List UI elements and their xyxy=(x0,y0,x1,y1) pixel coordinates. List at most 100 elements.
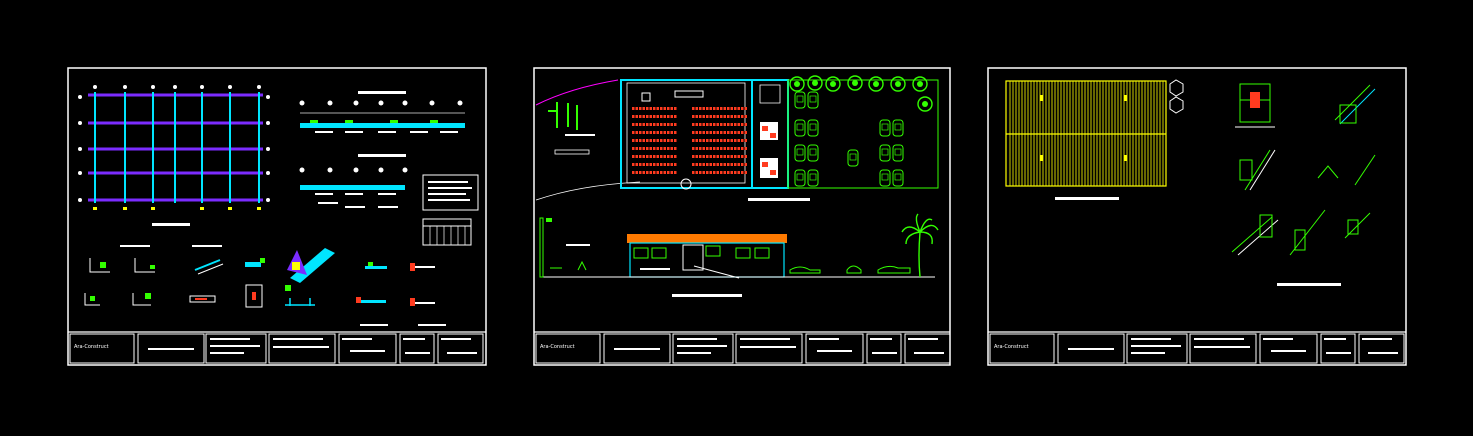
seat xyxy=(727,147,730,150)
seat xyxy=(741,139,744,142)
seat xyxy=(702,131,705,134)
seat xyxy=(723,155,726,158)
seat xyxy=(699,147,702,150)
seat xyxy=(653,163,656,166)
seat xyxy=(663,163,666,166)
seat xyxy=(734,123,737,126)
seat xyxy=(642,107,645,110)
seat xyxy=(695,163,698,166)
seat xyxy=(642,123,645,126)
seat xyxy=(660,163,663,166)
seat xyxy=(744,107,747,110)
seat xyxy=(716,107,719,110)
seat xyxy=(727,171,730,174)
seat xyxy=(720,139,723,142)
tree-icon xyxy=(890,76,906,92)
seat xyxy=(744,163,747,166)
seat xyxy=(720,107,723,110)
seat xyxy=(716,115,719,118)
sheet-1-title-block: Ara-Construct xyxy=(68,331,486,364)
seat xyxy=(741,115,744,118)
seat xyxy=(737,163,740,166)
seat xyxy=(670,131,673,134)
seat xyxy=(720,123,723,126)
seat xyxy=(656,163,659,166)
seat xyxy=(660,155,663,158)
seat xyxy=(706,147,709,150)
car-icon xyxy=(892,119,904,137)
seat xyxy=(737,171,740,174)
seat xyxy=(667,163,670,166)
seat xyxy=(713,107,716,110)
seat xyxy=(723,107,726,110)
seat xyxy=(653,123,656,126)
seat xyxy=(674,123,677,126)
seat xyxy=(649,171,652,174)
seat xyxy=(706,123,709,126)
seat xyxy=(663,171,666,174)
seat xyxy=(706,131,709,134)
seat xyxy=(639,107,642,110)
seat xyxy=(699,123,702,126)
seat xyxy=(660,123,663,126)
seat xyxy=(730,115,733,118)
car-icon xyxy=(794,144,806,162)
seat xyxy=(713,171,716,174)
seat xyxy=(709,155,712,158)
seat xyxy=(653,107,656,110)
car-icon xyxy=(879,119,891,137)
seat xyxy=(646,107,649,110)
title-block-logo: Ara-Construct xyxy=(994,344,1029,350)
seat xyxy=(632,115,635,118)
seat xyxy=(723,139,726,142)
seat xyxy=(649,163,652,166)
seat xyxy=(670,163,673,166)
seat xyxy=(692,131,695,134)
seat xyxy=(692,163,695,166)
tree-icon xyxy=(917,96,933,112)
seat xyxy=(702,123,705,126)
seat xyxy=(642,155,645,158)
seat xyxy=(660,115,663,118)
seat xyxy=(656,147,659,150)
seat xyxy=(734,147,737,150)
seat xyxy=(656,139,659,142)
seat xyxy=(663,139,666,142)
seat xyxy=(646,163,649,166)
seat xyxy=(741,123,744,126)
seat xyxy=(734,107,737,110)
beam-detail-1 xyxy=(299,91,465,133)
seat xyxy=(734,131,737,134)
seat xyxy=(632,163,635,166)
seat xyxy=(639,123,642,126)
seat xyxy=(730,107,733,110)
seat xyxy=(723,123,726,126)
seat xyxy=(692,115,695,118)
seat xyxy=(646,147,649,150)
seat xyxy=(653,155,656,158)
seat xyxy=(667,123,670,126)
tree-crown xyxy=(895,81,901,87)
seat xyxy=(667,171,670,174)
seat xyxy=(741,147,744,150)
seat xyxy=(737,147,740,150)
seat xyxy=(737,115,740,118)
car-icon xyxy=(892,169,904,187)
seat xyxy=(692,123,695,126)
car-icon xyxy=(794,169,806,187)
seat xyxy=(670,171,673,174)
seat xyxy=(663,123,666,126)
seat xyxy=(734,139,737,142)
footing-details xyxy=(84,245,446,326)
seat xyxy=(692,147,695,150)
seat xyxy=(674,131,677,134)
seat xyxy=(727,123,730,126)
seat xyxy=(667,155,670,158)
seat xyxy=(639,163,642,166)
seat xyxy=(632,171,635,174)
seat xyxy=(744,115,747,118)
seat xyxy=(716,163,719,166)
seat xyxy=(632,131,635,134)
